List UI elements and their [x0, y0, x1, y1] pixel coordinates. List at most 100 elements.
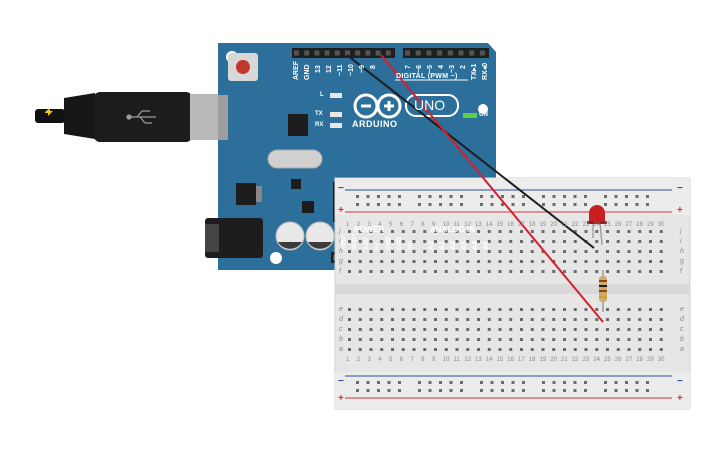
rail-hole[interactable]: [625, 203, 628, 206]
breadboard-hole[interactable]: [487, 338, 491, 341]
breadboard-hole[interactable]: [369, 260, 373, 263]
breadboard-hole[interactable]: [401, 270, 405, 273]
breadboard-hole[interactable]: [616, 308, 620, 311]
breadboard-hole[interactable]: [563, 230, 566, 233]
rail-hole[interactable]: [398, 389, 401, 392]
breadboard-hole[interactable]: [444, 328, 448, 331]
breadboard-hole[interactable]: [434, 338, 437, 341]
breadboard-hole[interactable]: [638, 250, 642, 253]
rail-hole[interactable]: [460, 203, 463, 206]
breadboard-hole[interactable]: [401, 348, 405, 351]
breadboard-hole[interactable]: [487, 308, 491, 311]
breadboard-hole[interactable]: [401, 250, 405, 253]
breadboard-hole[interactable]: [627, 328, 631, 331]
breadboard[interactable]: [334, 177, 691, 410]
breadboard-hole[interactable]: [595, 328, 599, 331]
breadboard-hole[interactable]: [477, 318, 480, 321]
breadboard-hole[interactable]: [659, 240, 663, 243]
rail-hole[interactable]: [573, 203, 577, 206]
breadboard-hole[interactable]: [530, 328, 534, 331]
breadboard-hole[interactable]: [348, 328, 351, 331]
breadboard-hole[interactable]: [573, 240, 577, 243]
breadboard-hole[interactable]: [595, 250, 599, 253]
breadboard-hole[interactable]: [369, 250, 373, 253]
breadboard-hole[interactable]: [541, 318, 545, 321]
breadboard-hole[interactable]: [369, 348, 373, 351]
breadboard-hole[interactable]: [466, 328, 470, 331]
breadboard-hole[interactable]: [552, 318, 556, 321]
breadboard-hole[interactable]: [595, 348, 599, 351]
breadboard-hole[interactable]: [520, 348, 523, 351]
breadboard-hole[interactable]: [552, 240, 556, 243]
breadboard-hole[interactable]: [595, 308, 599, 311]
breadboard-hole[interactable]: [487, 250, 491, 253]
breadboard-hole[interactable]: [412, 260, 416, 263]
rail-hole[interactable]: [377, 203, 380, 206]
rail-hole[interactable]: [563, 195, 566, 198]
rail-hole[interactable]: [635, 381, 639, 384]
rail-hole[interactable]: [356, 195, 359, 198]
breadboard-hole[interactable]: [434, 230, 437, 233]
breadboard-hole[interactable]: [358, 230, 362, 233]
rail-hole[interactable]: [387, 381, 391, 384]
breadboard-hole[interactable]: [412, 240, 416, 243]
breadboard-hole[interactable]: [466, 348, 470, 351]
red-led[interactable]: [587, 205, 607, 246]
breadboard-hole[interactable]: [584, 338, 588, 341]
breadboard-hole[interactable]: [520, 318, 523, 321]
breadboard-hole[interactable]: [563, 250, 566, 253]
rail-hole[interactable]: [480, 195, 483, 198]
breadboard-hole[interactable]: [455, 318, 459, 321]
breadboard-hole[interactable]: [434, 260, 437, 263]
reset-button-cap[interactable]: [236, 60, 250, 74]
rail-hole[interactable]: [584, 195, 587, 198]
rail-hole[interactable]: [646, 389, 649, 392]
breadboard-hole[interactable]: [423, 308, 427, 311]
breadboard-hole[interactable]: [391, 270, 394, 273]
breadboard-hole[interactable]: [509, 308, 513, 311]
breadboard-hole[interactable]: [444, 318, 448, 321]
breadboard-hole[interactable]: [509, 240, 513, 243]
breadboard-hole[interactable]: [627, 230, 631, 233]
rail-hole[interactable]: [635, 389, 639, 392]
breadboard-hole[interactable]: [401, 260, 405, 263]
rail-hole[interactable]: [460, 381, 463, 384]
breadboard-hole[interactable]: [348, 308, 351, 311]
breadboard-hole[interactable]: [401, 230, 405, 233]
rail-hole[interactable]: [449, 195, 453, 198]
breadboard-hole[interactable]: [649, 230, 652, 233]
rail-hole[interactable]: [511, 203, 515, 206]
breadboard-hole[interactable]: [541, 270, 545, 273]
rail-hole[interactable]: [552, 195, 556, 198]
rail-hole[interactable]: [614, 195, 618, 198]
rail-hole[interactable]: [625, 195, 628, 198]
breadboard-hole[interactable]: [487, 348, 491, 351]
breadboard-hole[interactable]: [573, 348, 577, 351]
breadboard-hole[interactable]: [434, 348, 437, 351]
breadboard-hole[interactable]: [412, 250, 416, 253]
breadboard-hole[interactable]: [455, 230, 459, 233]
breadboard-hole[interactable]: [477, 308, 480, 311]
digital-header-right[interactable]: [403, 48, 489, 58]
rail-hole[interactable]: [646, 195, 649, 198]
rail-hole[interactable]: [563, 389, 566, 392]
breadboard-hole[interactable]: [444, 338, 448, 341]
breadboard-hole[interactable]: [391, 250, 394, 253]
rail-hole[interactable]: [428, 195, 432, 198]
breadboard-hole[interactable]: [477, 328, 480, 331]
breadboard-hole[interactable]: [552, 250, 556, 253]
breadboard-hole[interactable]: [466, 230, 470, 233]
header-pin-hole[interactable]: [469, 50, 475, 56]
breadboard-hole[interactable]: [391, 260, 394, 263]
breadboard-hole[interactable]: [412, 308, 416, 311]
breadboard-hole[interactable]: [498, 348, 502, 351]
breadboard-hole[interactable]: [455, 348, 459, 351]
breadboard-hole[interactable]: [498, 240, 502, 243]
breadboard-hole[interactable]: [627, 260, 631, 263]
rail-hole[interactable]: [418, 389, 421, 392]
breadboard-hole[interactable]: [541, 328, 545, 331]
breadboard-hole[interactable]: [380, 308, 384, 311]
rail-hole[interactable]: [501, 389, 504, 392]
breadboard-hole[interactable]: [616, 328, 620, 331]
